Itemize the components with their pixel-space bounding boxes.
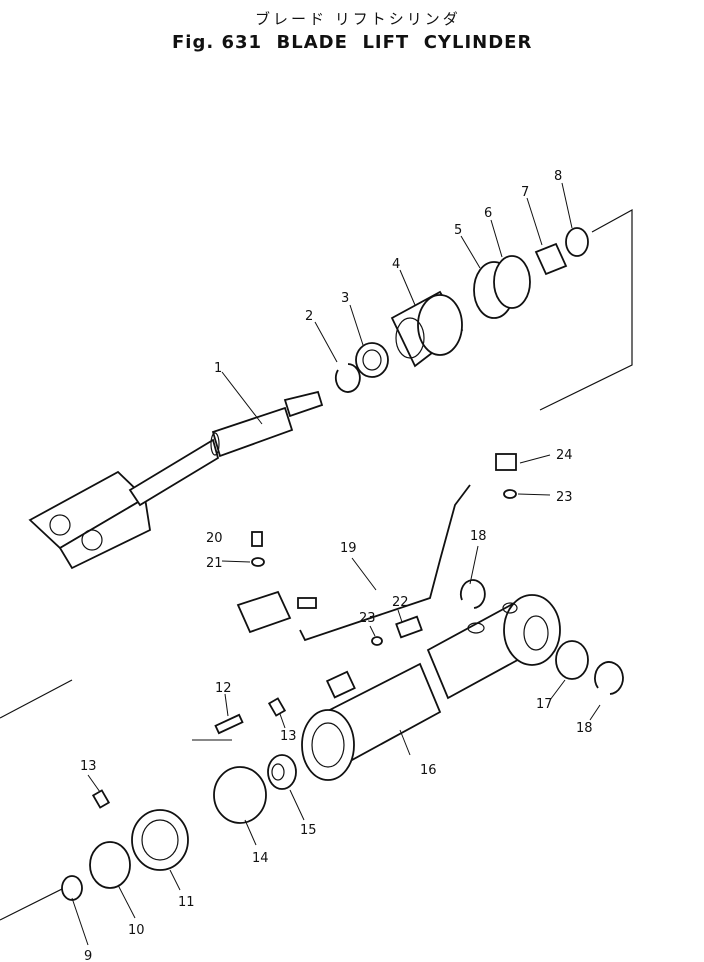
- set-screw-13-lower: [91, 789, 111, 809]
- callout-5: 5: [454, 223, 462, 238]
- backup-ring-6: [493, 255, 531, 309]
- set-screw-13-upper: [267, 697, 287, 717]
- callout-19: 19: [340, 541, 357, 556]
- callout-6: 6: [484, 206, 492, 221]
- leader-lines: [71, 182, 601, 946]
- bushing-3: [355, 342, 389, 378]
- callout-labels: 1 2 3 4 5 6 7 8 9 10 11 12 13 13 14 15 1…: [80, 169, 593, 962]
- callout-17: 17: [536, 697, 553, 712]
- callout-13-upper: 13: [280, 729, 297, 744]
- piston-rod: [28, 390, 324, 570]
- callout-1: 1: [214, 361, 222, 376]
- callout-7: 7: [521, 185, 529, 200]
- callout-18-lower: 18: [576, 721, 593, 736]
- figure-title: Fig. 631 BLADE LIFT CYLINDER: [172, 32, 533, 53]
- bolt-20: [251, 531, 263, 547]
- callout-20: 20: [206, 531, 223, 546]
- o-ring-23-top: [503, 489, 517, 499]
- elbow-fitting-24: [495, 453, 517, 471]
- wear-ring-7: [534, 242, 568, 276]
- cylinder-body-eye: [426, 594, 561, 700]
- pipe-19: [299, 484, 471, 642]
- callout-13-lower: 13: [80, 759, 97, 774]
- callout-21: 21: [206, 556, 223, 571]
- callout-8: 8: [554, 169, 562, 184]
- valve-12: [214, 713, 244, 735]
- nut-15: [267, 754, 297, 790]
- callout-18-upper: 18: [470, 529, 487, 544]
- callout-23-lower: 23: [359, 611, 376, 626]
- group-boundary-upper: [539, 208, 633, 411]
- wear-ring-14: [213, 766, 267, 824]
- pipe-block: [236, 590, 317, 634]
- callout-14: 14: [252, 851, 269, 866]
- callout-24: 24: [556, 448, 573, 463]
- bushing-17: [555, 640, 589, 680]
- snap-ring-18-upper: [459, 579, 486, 609]
- callout-9: 9: [84, 949, 92, 962]
- callout-11: 11: [178, 895, 195, 910]
- callout-4: 4: [392, 257, 400, 272]
- dust-seal-8: [565, 227, 589, 257]
- callout-10: 10: [128, 923, 145, 938]
- group-boundary-lower: [0, 679, 73, 719]
- title-japanese: ブレード リフトシリンダ: [255, 10, 461, 28]
- callout-3: 3: [341, 291, 349, 306]
- snap-ring-2: [334, 363, 361, 393]
- washer-21: [251, 557, 265, 567]
- piston-ring-10: [89, 841, 131, 889]
- collar-9: [61, 875, 83, 901]
- callout-12: 12: [215, 681, 232, 696]
- o-ring-23-lower: [371, 636, 383, 646]
- callout-15: 15: [300, 823, 317, 838]
- fitting-22: [395, 615, 423, 639]
- snap-ring-18-lower: [594, 661, 624, 695]
- piston-11: [131, 809, 189, 871]
- cylinder-tube-16: [301, 662, 442, 781]
- callout-22: 22: [392, 595, 409, 610]
- group-boundary-lower-left: [0, 884, 71, 921]
- cylinder-head-4: [390, 290, 464, 368]
- callout-23-upper: 23: [556, 490, 573, 505]
- callout-16: 16: [420, 763, 437, 778]
- callout-2: 2: [305, 309, 313, 324]
